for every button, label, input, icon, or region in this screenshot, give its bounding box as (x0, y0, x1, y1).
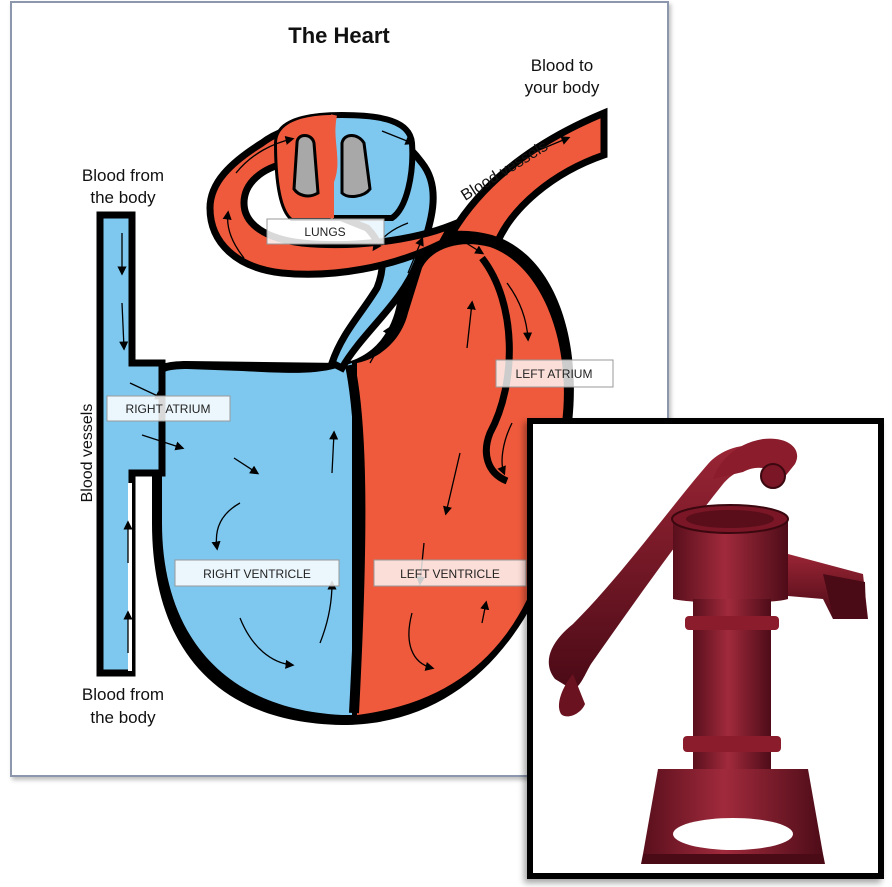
lungs-label-box: LUNGS (267, 219, 384, 244)
left-atrium-label-box: LEFT ATRIUM (496, 360, 613, 387)
blood-from-body-bottom-line1: Blood from (82, 685, 164, 704)
right-ventricle-label-box: RIGHT VENTRICLE (175, 560, 339, 586)
blood-to-body-line2: your body (525, 78, 600, 97)
water-pump-photo (527, 418, 884, 879)
aorta-vessel (452, 113, 604, 243)
blood-to-body-line1: Blood to (531, 56, 593, 75)
blood-from-body-top-line2: the body (90, 188, 156, 207)
blood-from-body-top-line1: Blood from (82, 166, 164, 185)
lungs-label: LUNGS (304, 225, 345, 239)
diagram-title: The Heart (288, 23, 390, 48)
water-pump-illustration (533, 424, 878, 873)
right-atrium-label: RIGHT ATRIUM (126, 402, 211, 416)
left-ventricle-label-box: LEFT VENTRICLE (374, 560, 526, 586)
right-atrium-label-box: RIGHT ATRIUM (107, 396, 230, 421)
left-atrium-label: LEFT ATRIUM (516, 367, 593, 381)
left-lung-shape (294, 136, 318, 196)
blood-from-body-bottom-line2: the body (90, 708, 156, 727)
right-ventricle-label: RIGHT VENTRICLE (203, 567, 311, 581)
blood-vessels-label-left: Blood vessels (79, 404, 96, 503)
left-ventricle-label: LEFT VENTRICLE (400, 567, 500, 581)
